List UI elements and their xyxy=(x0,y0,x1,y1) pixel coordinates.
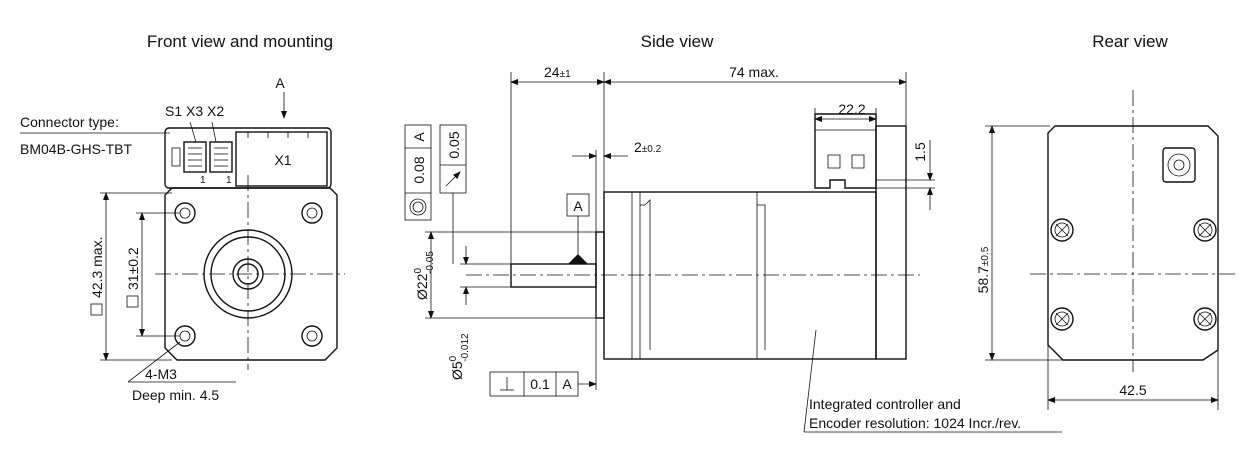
connector-part: BM04B-GHS-TBT xyxy=(20,141,132,157)
s1-switch xyxy=(171,147,181,167)
concentricity-frame: 0.08 A xyxy=(404,124,432,221)
svg-text:0.05: 0.05 xyxy=(446,131,462,158)
dim-shaft-length: 24±1 xyxy=(544,64,571,80)
dim-square-holes: 31±0.2 xyxy=(125,247,141,290)
dim-total-length: 74 max. xyxy=(729,64,779,80)
view-marker-a: A xyxy=(275,75,285,91)
perpendicularity-frame: 0.1 A xyxy=(489,318,597,397)
rear-view: 58.7±0.5 42.5 xyxy=(975,90,1235,410)
x1-connector xyxy=(235,131,328,187)
x3-connector xyxy=(183,141,207,173)
side-connector xyxy=(814,113,877,189)
x2-connector xyxy=(209,141,233,173)
motor-front-body xyxy=(164,187,338,361)
pin1-x3: 1 xyxy=(200,175,206,186)
front-view-title: Front view and mounting xyxy=(147,32,333,51)
svg-text:A: A xyxy=(562,376,572,392)
dim-shaft-diameter: Ø50-0.012 xyxy=(448,333,471,380)
side-view: A 24±1 74 max. 22.2 1.5 2±0.2 xyxy=(404,64,1062,433)
datum-label: A xyxy=(573,198,583,214)
runout-frame: 0.05 xyxy=(439,124,467,264)
datum-triangle xyxy=(568,254,588,264)
svg-text:0.1: 0.1 xyxy=(530,376,550,392)
side-view-title: Side view xyxy=(641,32,714,51)
rear-cover xyxy=(875,125,907,360)
connector-pin-rows xyxy=(188,147,228,167)
dim-flange: 2±0.2 xyxy=(634,139,662,155)
svg-text:A: A xyxy=(411,132,427,142)
connector-type-label: Connector type: xyxy=(20,114,119,130)
dim-square-outer: 42.3 max. xyxy=(89,237,105,298)
motor-side-body xyxy=(603,191,877,360)
rear-body xyxy=(1047,125,1219,361)
svg-text:0.08: 0.08 xyxy=(411,156,427,183)
thread-callout: 4-M3 xyxy=(145,366,177,382)
note-line-1: Integrated controller and xyxy=(809,396,961,412)
mounting-holes xyxy=(174,202,323,347)
rotary-switch xyxy=(1162,147,1196,183)
pin1-x2: 1 xyxy=(226,175,232,186)
rear-screws xyxy=(1050,218,1217,331)
dim-rear-width: 42.5 xyxy=(1119,382,1146,398)
note-line-2: Encoder resolution: 1024 Incr./rev. xyxy=(809,415,1021,431)
x1-pins xyxy=(247,132,309,138)
connector-ids: S1 X3 X2 xyxy=(165,103,224,119)
side-shaft xyxy=(510,263,597,288)
thread-depth: Deep min. 4.5 xyxy=(132,387,219,403)
dim-connector-width: 22.2 xyxy=(838,101,865,117)
dim-connector-gap: 1.5 xyxy=(912,142,928,162)
front-view: X1 1 1 S1 X3 X2 A Connector type: xyxy=(20,75,345,403)
x1-label: X1 xyxy=(274,152,291,168)
dim-rear-height: 58.7±0.5 xyxy=(975,246,991,293)
dim-pilot-diameter: Ø220-0.05 xyxy=(413,251,436,300)
rear-view-title: Rear view xyxy=(1092,32,1168,51)
